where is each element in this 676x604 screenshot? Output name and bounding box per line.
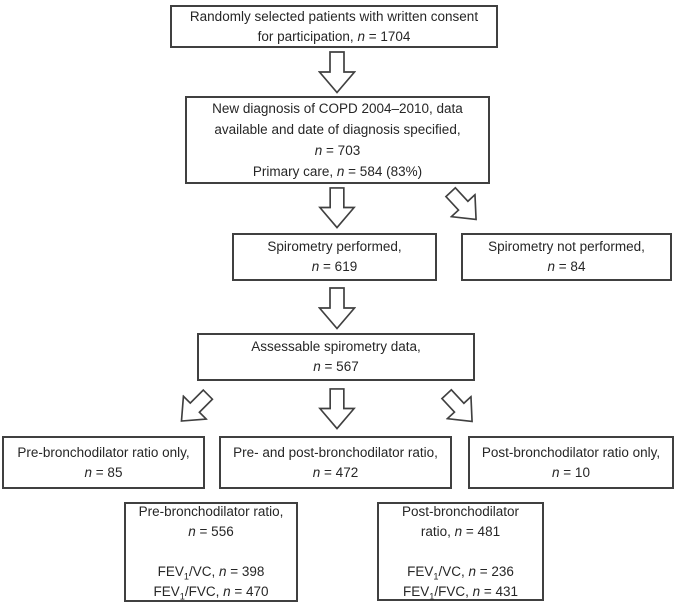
flow-box-pre-only: Pre-bronchodilator ratio only, n = 85 — [2, 436, 205, 489]
box-line: n = 703 — [314, 143, 361, 158]
box-line: for participation, n = 1704 — [257, 28, 411, 44]
flow-box-diagnosis: New diagnosis of COPD 2004–2010, data av… — [185, 96, 490, 184]
box-line: Primary care, n = 584 (83%) — [252, 164, 423, 179]
flow-box-spirometry-not-performed: Spirometry not performed, n = 84 — [461, 233, 672, 281]
flow-box-pre-post: Pre- and post-bronchodilator ratio, n = … — [219, 436, 452, 489]
box-line: available and date of diagnosis specifie… — [214, 122, 461, 137]
box-line: n = 472 — [312, 464, 359, 480]
box-line: Randomly selected patients with written … — [189, 8, 479, 24]
down-right-arrow-icon — [433, 381, 486, 434]
box-line: n = 619 — [311, 259, 358, 274]
box-line: FEV1/VC, n = 236 — [407, 563, 514, 582]
box-line: Spirometry performed, — [267, 239, 402, 254]
box-line: Pre-bronchodilator ratio only, — [17, 444, 190, 460]
flow-box-spirometry-performed: Spirometry performed, n = 619 — [232, 233, 437, 281]
box-line: Pre-bronchodilator ratio, — [138, 504, 284, 519]
box-line: n = 556 — [188, 524, 234, 539]
box-line: ratio, n = 481 — [420, 523, 501, 539]
box-line: New diagnosis of COPD 2004–2010, data — [212, 101, 463, 116]
box-line: Post-bronchodilator ratio only, — [481, 444, 661, 460]
box-line: Spirometry not performed, — [488, 239, 645, 254]
down-arrow-icon — [318, 388, 356, 430]
flow-box-post-detail: Post-bronchodilator ratio, n = 481 FEV1/… — [377, 502, 544, 601]
box-line: Pre- and post-bronchodilator ratio, — [233, 444, 438, 460]
box-line: Post-bronchodilator — [401, 503, 520, 519]
box-line: FEV1/FVC, n = 470 — [153, 584, 269, 602]
box-line: FEV1/FVC, n = 431 — [402, 583, 519, 602]
down-arrow-icon — [318, 287, 356, 330]
flow-box-pre-detail: Pre-bronchodilator ratio, n = 556 FEV1/V… — [124, 502, 298, 602]
box-line: n = 10 — [552, 464, 590, 480]
box-line: n = 567 — [313, 359, 359, 374]
flow-box-consent: Randomly selected patients with written … — [170, 5, 498, 48]
box-line: n = 84 — [547, 259, 586, 274]
box-line: n = 85 — [84, 464, 123, 480]
flow-box-assessable: Assessable spirometry data, n = 567 — [197, 333, 475, 381]
down-arrow-icon — [318, 187, 356, 229]
down-arrow-icon — [318, 51, 356, 94]
down-left-arrow-icon — [168, 381, 221, 434]
box-line: Assessable spirometry data, — [251, 339, 421, 354]
flow-box-post-only: Post-bronchodilator ratio only, n = 10 — [468, 436, 674, 489]
down-right-arrow-icon — [437, 179, 490, 232]
box-line: FEV1/VC, n = 398 — [157, 564, 265, 582]
